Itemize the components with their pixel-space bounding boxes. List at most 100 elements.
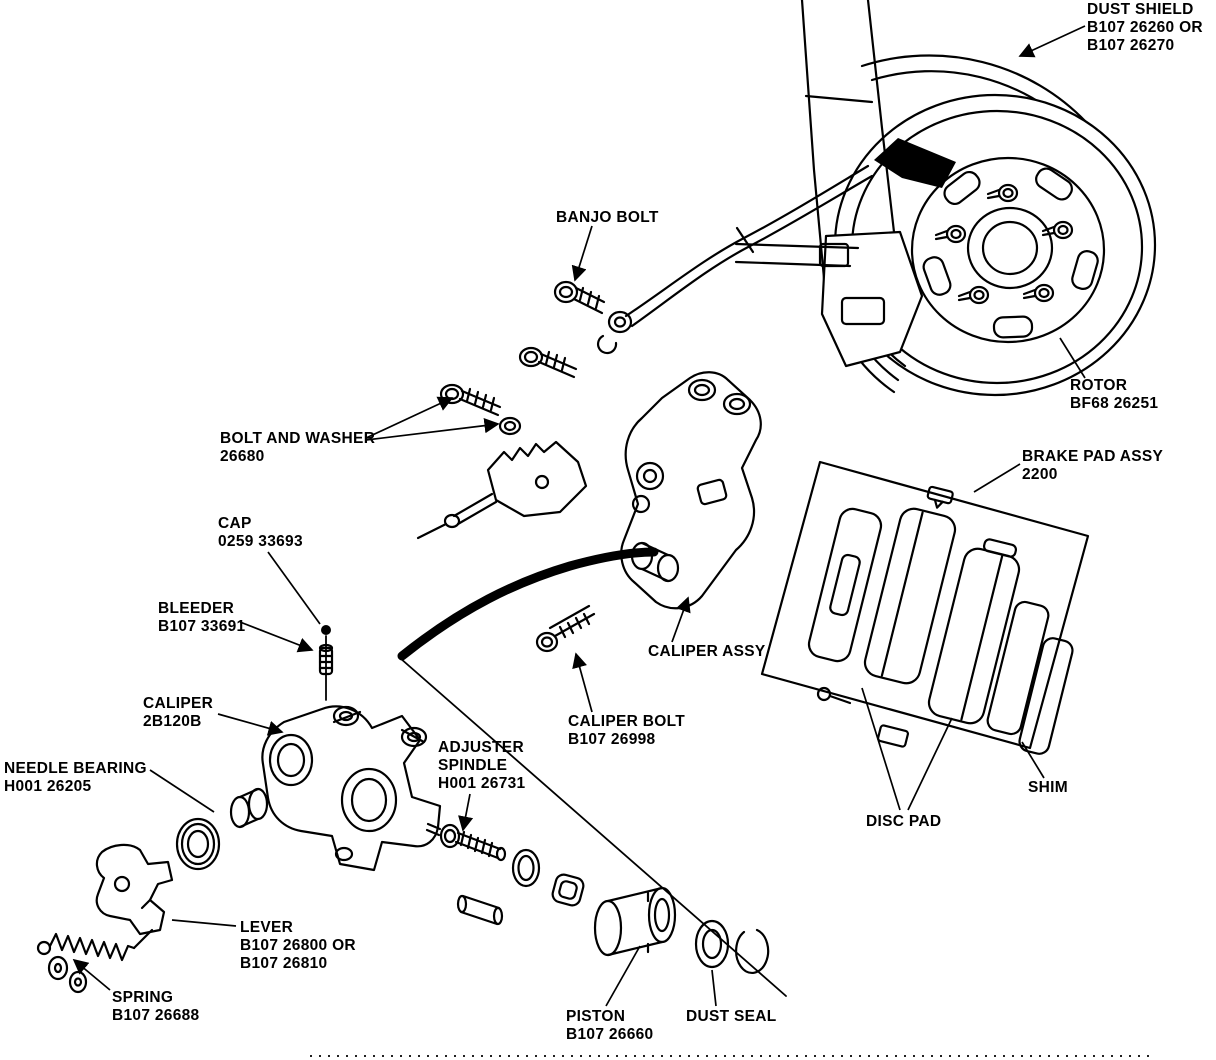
wheel-stud bbox=[1022, 283, 1055, 303]
svg-text:BOLT AND WASHER: BOLT AND WASHER bbox=[220, 430, 375, 447]
label-banjo-bolt: BANJO BOLT bbox=[556, 209, 659, 226]
label-brake-pad-assy: BRAKE PAD ASSY 2200 bbox=[1022, 448, 1163, 483]
svg-text:SHIM: SHIM bbox=[1028, 779, 1068, 796]
leader-dust-seal bbox=[711, 969, 717, 1007]
svg-text:DUST SHIELD: DUST SHIELD bbox=[1087, 1, 1194, 18]
leader-spring bbox=[72, 958, 111, 991]
label-adjuster-spindle: ADJUSTER SPINDLE H001 26731 bbox=[438, 739, 526, 792]
banjo-bolt-drawing bbox=[553, 280, 606, 315]
wheel-stud bbox=[986, 183, 1019, 203]
svg-text:CALIPER BOLT: CALIPER BOLT bbox=[568, 713, 685, 730]
strut-knuckle-drawing bbox=[734, 0, 956, 368]
svg-text:BF68 26251: BF68 26251 bbox=[1070, 395, 1158, 412]
label-cap: CAP 0259 33693 bbox=[218, 515, 303, 550]
leader-shim bbox=[1021, 741, 1045, 779]
pad-slot bbox=[982, 538, 1018, 558]
shim-middle bbox=[986, 600, 1050, 736]
svg-text:CALIPER: CALIPER bbox=[143, 695, 213, 712]
label-dust-shield: DUST SHIELD B107 26260 OR B107 26270 bbox=[1087, 1, 1203, 54]
label-bolt-and-washer: BOLT AND WASHER 26680 bbox=[220, 430, 375, 465]
leader-adjuster-spindle bbox=[458, 793, 474, 832]
svg-text:B107 26998: B107 26998 bbox=[568, 731, 656, 748]
svg-text:26680: 26680 bbox=[220, 448, 265, 465]
label-lever: LEVER B107 26800 OR B107 26810 bbox=[240, 919, 356, 972]
svg-text:H001 26731: H001 26731 bbox=[438, 775, 526, 792]
leader-cap bbox=[267, 551, 321, 625]
piston-part-drawing bbox=[593, 886, 677, 957]
leader-caliper bbox=[217, 713, 284, 736]
pushrod-drawing bbox=[456, 894, 504, 926]
wheel-stud bbox=[1041, 220, 1074, 240]
leader-caliper-bolt bbox=[572, 652, 593, 713]
label-bleeder: BLEEDER B107 33691 bbox=[158, 600, 246, 635]
label-caliper-assy: CALIPER ASSY bbox=[648, 643, 766, 660]
svg-text:LEVER: LEVER bbox=[240, 919, 293, 936]
label-needle-bearing: NEEDLE BEARING H001 26205 bbox=[4, 760, 147, 795]
svg-text:SPRING: SPRING bbox=[112, 989, 173, 1006]
leader-lever bbox=[171, 919, 237, 927]
wheel-stud bbox=[934, 224, 967, 244]
leader-disc-pad-2 bbox=[907, 717, 953, 811]
label-caliper-bolt: CALIPER BOLT B107 26998 bbox=[568, 713, 685, 748]
svg-text:B107 26660: B107 26660 bbox=[566, 1026, 653, 1043]
svg-text:H001 26205: H001 26205 bbox=[4, 778, 92, 795]
svg-text:DISC PAD: DISC PAD bbox=[866, 813, 941, 830]
disc-pad-inner bbox=[863, 507, 957, 685]
label-shim: SHIM bbox=[1028, 779, 1068, 796]
svg-text:B107 26260 OR: B107 26260 OR bbox=[1087, 19, 1203, 36]
pad-shim-small bbox=[877, 724, 909, 748]
svg-text:NEEDLE BEARING: NEEDLE BEARING bbox=[4, 760, 147, 777]
svg-text:ROTOR: ROTOR bbox=[1070, 377, 1127, 394]
leader-piston bbox=[605, 945, 641, 1007]
shim-right bbox=[1018, 637, 1074, 755]
adjuster-spindle-drawing bbox=[425, 822, 507, 862]
svg-text:0259 33693: 0259 33693 bbox=[218, 533, 303, 550]
svg-text:PISTON: PISTON bbox=[566, 1008, 625, 1025]
leader-washer bbox=[365, 418, 500, 441]
svg-text:B107 26810: B107 26810 bbox=[240, 955, 327, 972]
leader-lines bbox=[72, 25, 1150, 1057]
leader-caliper-assy bbox=[671, 596, 691, 643]
svg-text:BANJO BOLT: BANJO BOLT bbox=[556, 209, 659, 226]
leader-rotor bbox=[1059, 337, 1086, 379]
square-seal-drawing bbox=[551, 873, 585, 907]
spring-drawing bbox=[36, 928, 154, 994]
needle-bearing-drawing bbox=[175, 787, 269, 871]
bleeder-cap-drawing bbox=[318, 625, 334, 701]
label-piston: PISTON B107 26660 bbox=[566, 1008, 653, 1043]
caliper-bolt-drawing bbox=[535, 604, 596, 653]
svg-text:ADJUSTER: ADJUSTER bbox=[438, 739, 524, 756]
pad-clip bbox=[926, 485, 954, 509]
leader-dust-shield bbox=[1018, 25, 1086, 58]
svg-text:2200: 2200 bbox=[1022, 466, 1058, 483]
shim-left bbox=[807, 507, 883, 663]
lever-drawing bbox=[95, 843, 174, 936]
leader-brake-pad-assy bbox=[973, 463, 1021, 493]
svg-text:DUST SEAL: DUST SEAL bbox=[686, 1008, 777, 1025]
label-rotor: ROTOR BF68 26251 bbox=[1070, 377, 1158, 412]
svg-text:CALIPER ASSY: CALIPER ASSY bbox=[648, 643, 766, 660]
label-caliper: CALIPER 2B120B bbox=[143, 695, 213, 730]
svg-text:CAP: CAP bbox=[218, 515, 252, 532]
svg-text:SPINDLE: SPINDLE bbox=[438, 757, 507, 774]
label-disc-pad: DISC PAD bbox=[866, 813, 941, 830]
svg-text:B107 33691: B107 33691 bbox=[158, 618, 246, 635]
svg-text:BRAKE PAD ASSY: BRAKE PAD ASSY bbox=[1022, 448, 1163, 465]
anchor-bracket-drawing bbox=[416, 440, 588, 540]
label-spring: SPRING B107 26688 bbox=[112, 989, 199, 1024]
wheel-stud bbox=[957, 285, 990, 305]
leader-banjo-bolt bbox=[571, 225, 593, 282]
svg-text:2B120B: 2B120B bbox=[143, 713, 202, 730]
svg-text:BLEEDER: BLEEDER bbox=[158, 600, 234, 617]
caliper-drawing bbox=[261, 705, 442, 872]
svg-text:B107 26800 OR: B107 26800 OR bbox=[240, 937, 356, 954]
snap-ring-drawing bbox=[735, 928, 770, 975]
caliper-assy-drawing bbox=[620, 371, 762, 610]
bolt-and-washer-drawing bbox=[439, 346, 578, 436]
label-dust-seal: DUST SEAL bbox=[686, 1008, 777, 1025]
brake-hose-drawing bbox=[596, 164, 874, 355]
o-ring-drawing bbox=[511, 848, 541, 888]
leader-bleeder bbox=[239, 621, 314, 653]
